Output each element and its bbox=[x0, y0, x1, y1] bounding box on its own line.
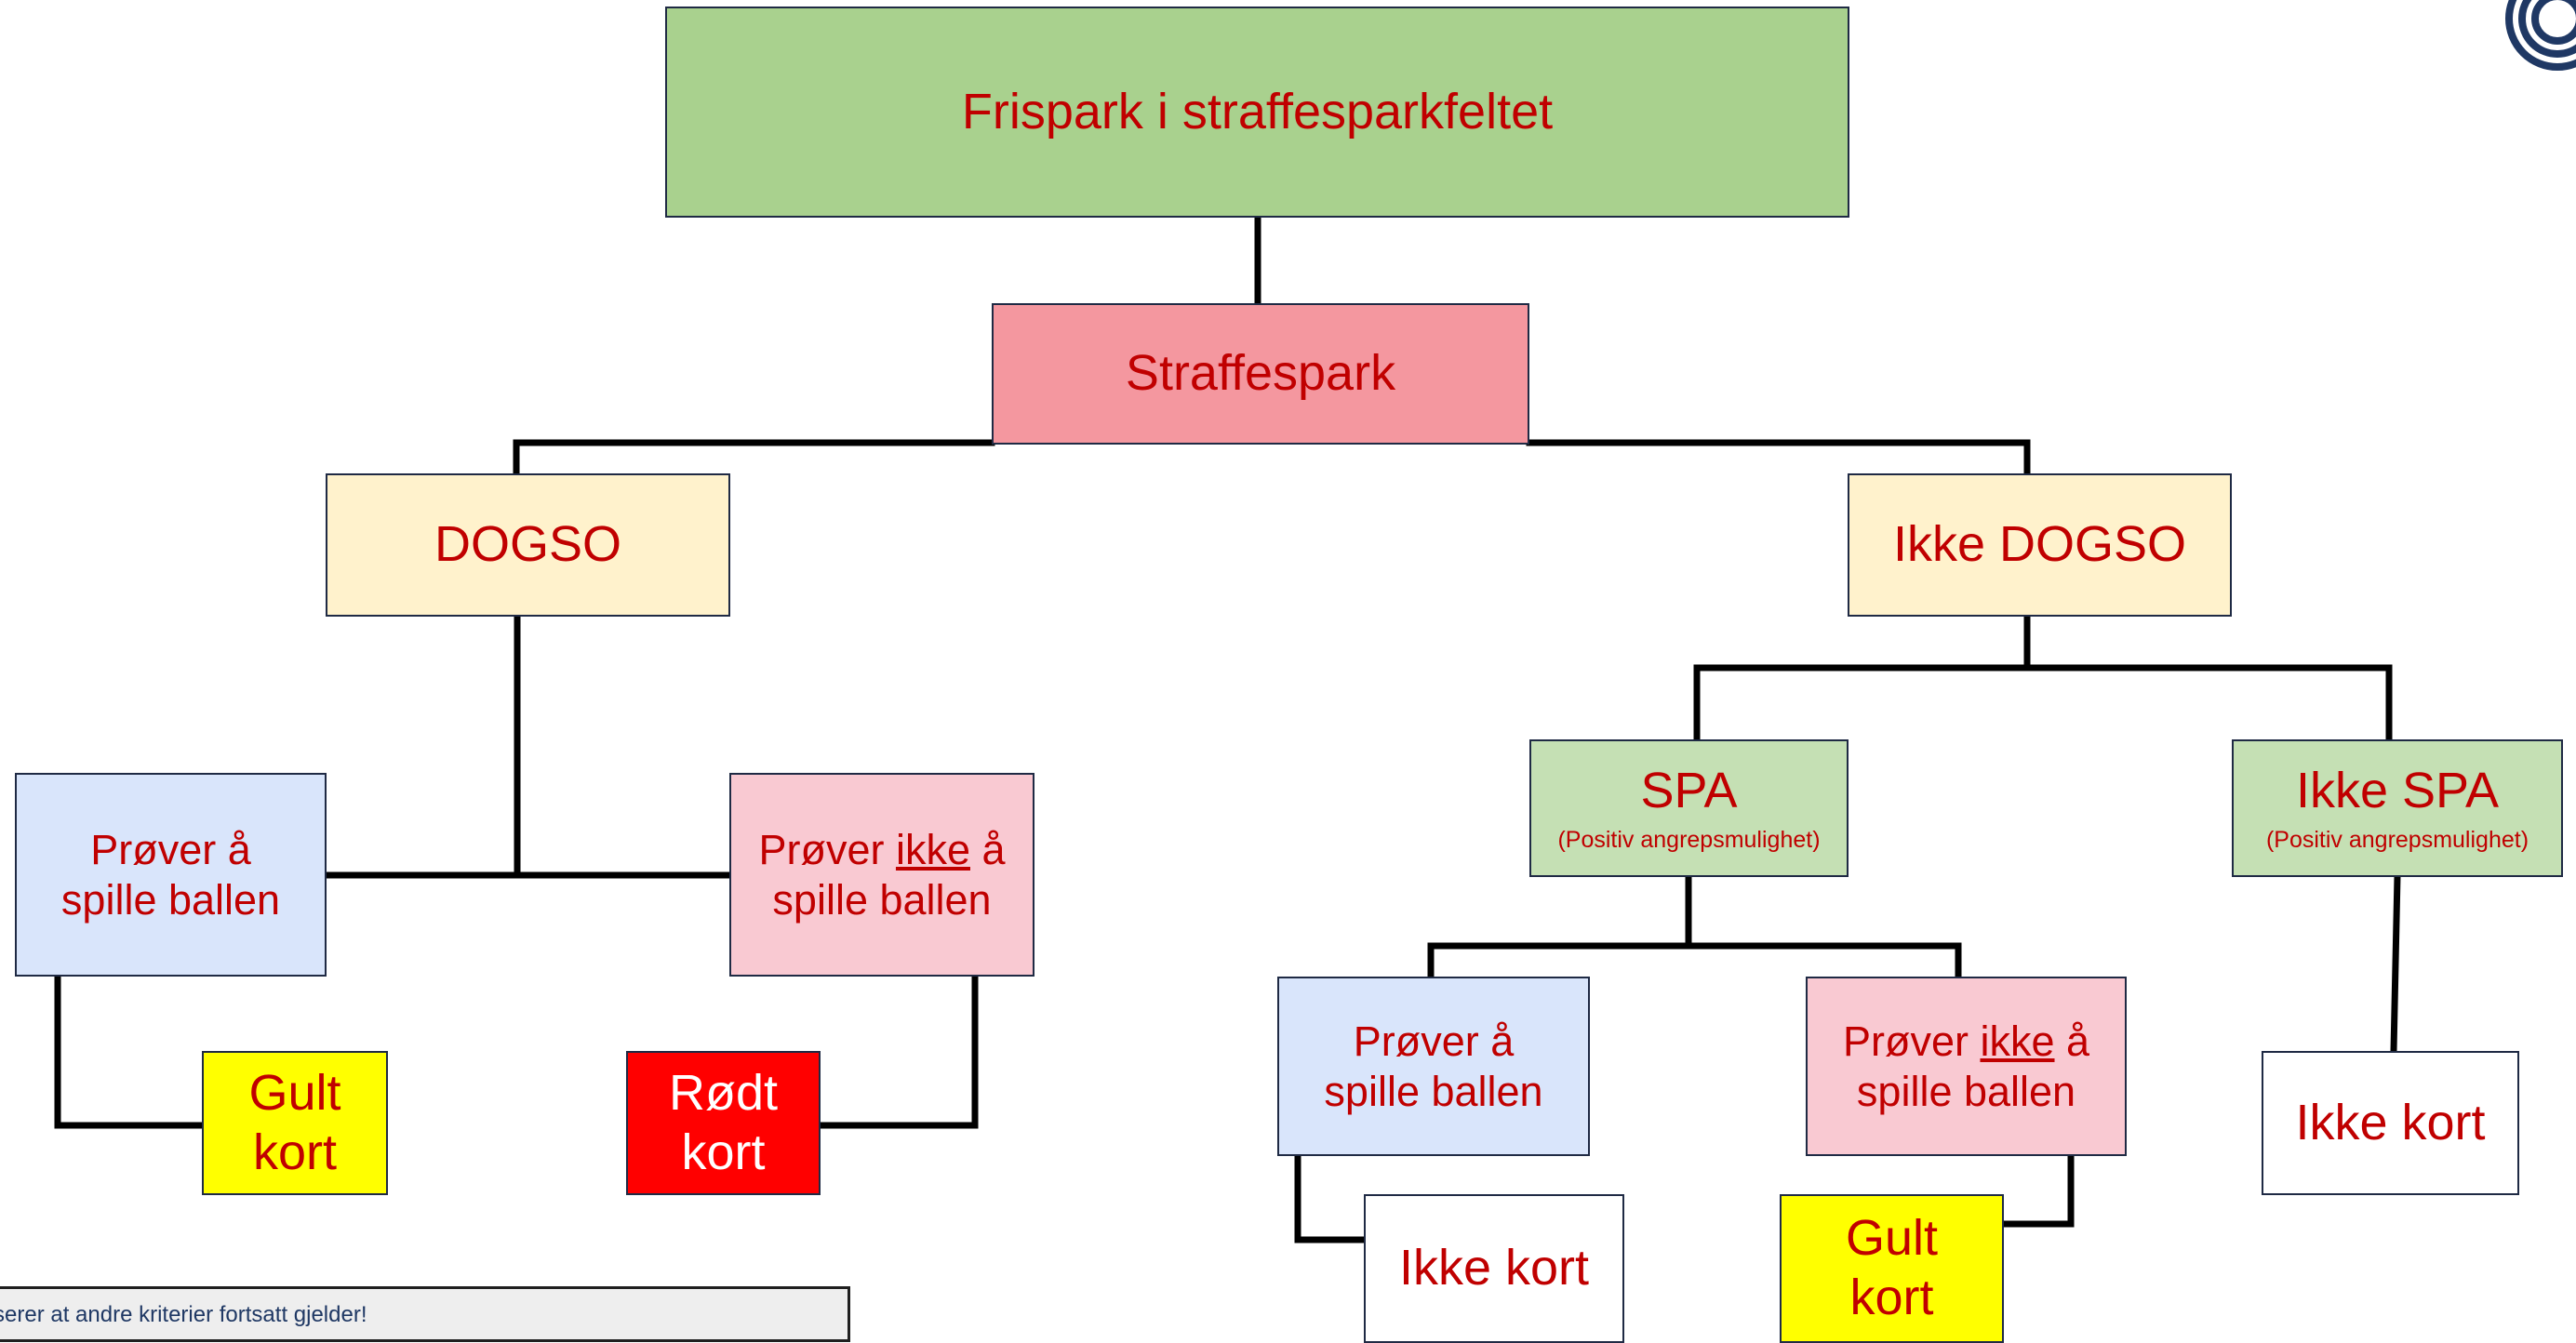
dogso-not-try-line1: Prøver ikke å bbox=[758, 825, 1005, 874]
yellow-card-1-node: Gult kort bbox=[202, 1051, 388, 1195]
no-card-2-label: Ikke kort bbox=[2295, 1094, 2486, 1150]
dogso-try-line1: Prøver å bbox=[90, 826, 251, 874]
not-spa-title: Ikke SPA bbox=[2295, 763, 2500, 819]
penalty-label: Straffespark bbox=[1125, 345, 1396, 402]
logo-rings-icon bbox=[2505, 0, 2576, 71]
red-card-node: Rødt kort bbox=[626, 1051, 821, 1195]
dogso-not-try-post: å bbox=[970, 826, 1006, 874]
spa-not-try-underlined: ikke bbox=[1980, 1017, 2055, 1066]
root-node: Frispark i straffesparkfeltet bbox=[665, 7, 1849, 218]
spa-not-try-line1: Prøver ikke å bbox=[1843, 1017, 2089, 1066]
not-dogso-node: Ikke DOGSO bbox=[1848, 473, 2232, 617]
dogso-node: DOGSO bbox=[326, 473, 730, 617]
spa-try-node: Prøver å spille ballen bbox=[1277, 977, 1590, 1156]
dogso-label: DOGSO bbox=[434, 516, 622, 573]
not-spa-node: Ikke SPA (Positiv angrepsmulighet) bbox=[2232, 739, 2563, 877]
red-card-line2: kort bbox=[681, 1124, 766, 1180]
no-card-1-node: Ikke kort bbox=[1364, 1194, 1624, 1343]
note-text: serer at andre kriterier fortsatt gjelde… bbox=[0, 1302, 367, 1327]
spa-try-line2: spille ballen bbox=[1324, 1067, 1543, 1115]
yellow-card-2-line1: Gult bbox=[1845, 1210, 1939, 1267]
spa-subtitle: (Positiv angrepsmulighet) bbox=[1557, 827, 1821, 854]
red-card-line1: Rødt bbox=[668, 1064, 779, 1121]
yellow-card-2-line2: kort bbox=[1849, 1270, 1934, 1325]
yellow-card-1-line1: Gult bbox=[248, 1064, 341, 1121]
no-card-2-node: Ikke kort bbox=[2262, 1051, 2519, 1195]
dogso-not-try-underlined: ikke bbox=[895, 826, 970, 874]
spa-try-line1: Prøver å bbox=[1353, 1017, 1515, 1066]
yellow-card-1-line2: kort bbox=[252, 1124, 338, 1180]
spa-not-try-line2: spille ballen bbox=[1856, 1067, 2076, 1115]
penalty-node: Straffespark bbox=[992, 303, 1529, 445]
spa-node: SPA (Positiv angrepsmulighet) bbox=[1529, 739, 1849, 877]
dogso-not-try-line2: spille ballen bbox=[772, 875, 992, 924]
dogso-try-node: Prøver å spille ballen bbox=[15, 773, 327, 977]
yellow-card-2-node: Gult kort bbox=[1780, 1194, 2004, 1343]
not-dogso-label: Ikke DOGSO bbox=[1892, 516, 2187, 573]
spa-title: SPA bbox=[1640, 763, 1738, 819]
no-card-1-label: Ikke kort bbox=[1398, 1240, 1590, 1296]
spa-not-try-pre: Prøver bbox=[1842, 1017, 1981, 1066]
root-label: Frispark i straffesparkfeltet bbox=[961, 83, 1554, 140]
dogso-not-try-node: Prøver ikke å spille ballen bbox=[729, 773, 1034, 977]
spa-not-try-post: å bbox=[2054, 1017, 2090, 1066]
dogso-try-line2: spille ballen bbox=[60, 875, 281, 924]
spa-not-try-node: Prøver ikke å spille ballen bbox=[1806, 977, 2127, 1156]
not-spa-subtitle: (Positiv angrepsmulighet) bbox=[2265, 827, 2529, 854]
note-box: serer at andre kriterier fortsatt gjelde… bbox=[0, 1286, 850, 1342]
dogso-not-try-pre: Prøver bbox=[758, 826, 896, 874]
